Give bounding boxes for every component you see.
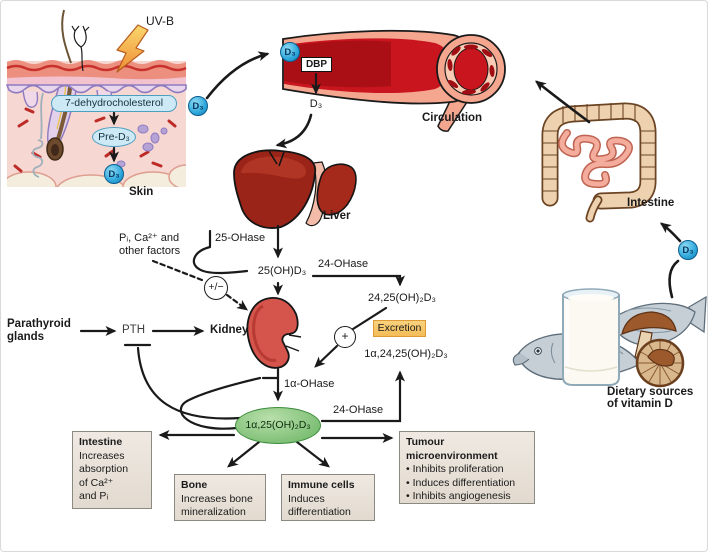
milk-glass-icon (562, 288, 620, 386)
metabolite-1a2425-label: 1α,24,25(OH)₂D₃ (364, 348, 448, 360)
bone-target-box: Bone Increases bone mineralization (174, 474, 266, 521)
metabolite-2425-label: 24,25(OH)₂D₃ (367, 292, 437, 304)
bone-box-title: Bone (181, 479, 208, 491)
skin-illustration (5, 9, 187, 187)
tumour-box-line: • Inhibits proliferation (406, 463, 504, 475)
line-2425-to-plus (351, 306, 388, 331)
intestine-box-line: and Pᵢ (79, 490, 109, 502)
tumour-box-line: • Inhibits angiogenesis (406, 490, 511, 502)
dbp-box: DBP (301, 57, 332, 72)
d3-chip-vessel: D₃ (280, 42, 300, 62)
tumour-box-title-line2: microenvironment (406, 449, 498, 462)
uvb-lightning-icon (116, 24, 149, 73)
free-d3-label: D₃ (309, 98, 323, 110)
dashed-arrow-to-kidney (225, 293, 249, 311)
pre-d3-pill: Pre-D₃ (92, 127, 136, 147)
intestine-organ-label: Intestine (627, 197, 675, 209)
parathyroid-label-line2: glands (7, 331, 45, 343)
d3-chip-skin: D₃ (104, 164, 124, 184)
d3-chip-intestine: D₃ (678, 240, 698, 260)
tumour-target-box: Tumour microenvironment • Inhibits proli… (399, 431, 535, 504)
haustra-lines (542, 103, 656, 192)
intestine-box-line: of Ca²⁺ (79, 476, 114, 489)
circulation-label: Circulation (422, 112, 483, 124)
tumour-box-line: • Induces differentiation (406, 476, 516, 489)
immune-target-box: Immune cells Induces differentiation (281, 474, 375, 521)
feedback-curve-to-pth (136, 346, 242, 420)
calcitriol-ellipse: 1α,25(OH)₂D₃ (235, 407, 321, 444)
plus-minus-badge: +/− (204, 276, 228, 300)
intestine-box-title: Intestine (79, 436, 123, 448)
enzyme-1aohase-label: 1α-OHase (284, 378, 335, 390)
intestine-target-box: Intestine Increases absorption of Ca²⁺ a… (72, 431, 152, 509)
arrow-plus-to-1aohase (314, 344, 339, 368)
tumour-box-title-line1: Tumour (406, 436, 445, 448)
excretion-box: Excretion (373, 320, 426, 337)
blood-vessel-illustration (282, 29, 506, 132)
hair-icon (61, 9, 72, 64)
arrow-calcitriol-to-bone-box (227, 440, 261, 468)
metabolite-25ohd3-label: 25(OH)D₃ (257, 265, 307, 277)
arrow-24ohase-to-1a2425 (320, 370, 405, 423)
pathway-arrows (79, 51, 682, 468)
capillary-marks (13, 107, 177, 173)
kidney-label: Kidney (210, 324, 249, 336)
factors-label-line1: Pᵢ, Ca²⁺ and (119, 232, 180, 244)
line-dietary-to-d3 (668, 259, 680, 299)
immune-box-line: differentiation (288, 506, 351, 518)
feedback-curve-to-1aohase (179, 376, 262, 430)
dietary-label-line1: Dietary sources (607, 386, 694, 398)
intestine-illustration (541, 102, 657, 223)
nerve-icon (71, 25, 90, 72)
enzyme-24ohase-bottom-label: 24-OHase (333, 404, 384, 416)
arrow-d3-to-liver (275, 113, 313, 149)
arrow-intestine-to-circulation (535, 80, 591, 124)
dashed-factors-line (151, 259, 204, 282)
factors-label-line2: other factors (119, 245, 181, 257)
arrow-calcitriol-to-immune-box (295, 440, 330, 468)
uvb-label: UV-B (146, 14, 175, 28)
immune-box-line: Induces (288, 492, 325, 505)
sweat-gland-icon (32, 92, 44, 178)
dhc-pill: 7-dehydrocholesterol (51, 95, 177, 112)
intestine-box-line: absorption (79, 463, 129, 475)
skin-label: Skin (129, 186, 154, 198)
enzyme-24ohase-top-label: 24-OHase (318, 258, 369, 270)
immune-cell-dots (116, 124, 168, 168)
liver-label: Liver (323, 210, 351, 222)
plus-badge: + (334, 326, 356, 348)
dietary-label-line2: of vitamin D (607, 398, 673, 410)
intestine-box-line: Increases (79, 449, 125, 462)
parathyroid-label-line1: Parathyroid (7, 318, 71, 330)
enzyme-25ohase-label: 25-OHase (215, 232, 266, 244)
pth-label: PTH (122, 324, 145, 336)
immune-box-title: Immune cells (288, 479, 355, 491)
kidney-illustration (246, 297, 302, 369)
arrow-d3-to-intestine (660, 222, 682, 243)
arrow-25ohd3-to-2425 (311, 274, 405, 287)
liver-illustration (233, 149, 357, 229)
feedback-curve-25ohd3-to-25ohase (192, 245, 249, 275)
mushroom-icon (621, 311, 685, 388)
bone-box-line: Increases bone (181, 492, 253, 505)
arrow-skin-to-circulation (205, 51, 270, 100)
d3-chip-exit: D₃ (188, 96, 208, 116)
dietary-sources-illustration (512, 288, 707, 388)
bone-box-line: mineralization (181, 506, 246, 518)
endothelium-cells (447, 44, 495, 95)
